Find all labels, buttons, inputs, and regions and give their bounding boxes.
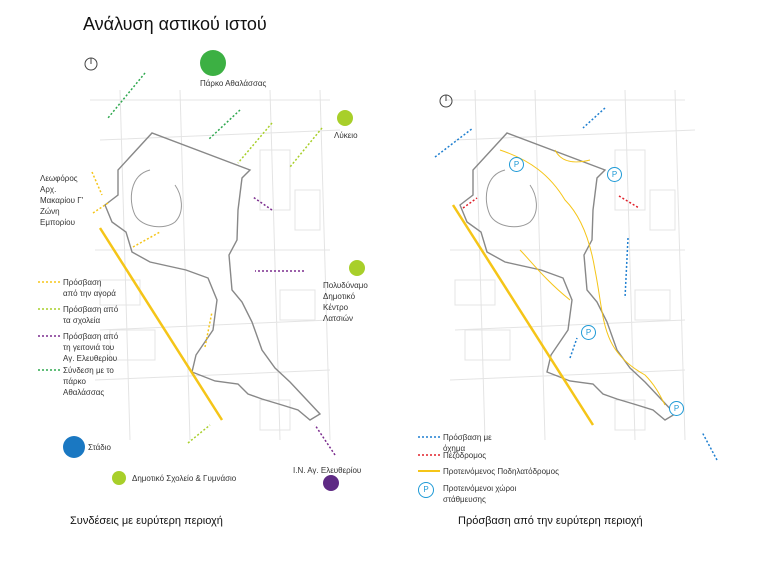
lyceum-label: Λύκειο: [334, 131, 358, 140]
school-arrow: [289, 127, 323, 168]
parking-icon: P: [509, 157, 524, 172]
market-arrow: [204, 311, 213, 348]
parking-legend-icon: P: [418, 482, 434, 498]
left-map: [38, 50, 365, 491]
parking-icon: P: [581, 325, 596, 340]
right-caption: Πρόσβαση από την ευρύτερη περιοχή: [458, 515, 643, 527]
stadium-marker: [63, 436, 85, 458]
park-label: Πάρκο Αθαλάσσας: [200, 79, 267, 88]
market-arrow: [91, 171, 103, 196]
stadium-label: Στάδιο: [88, 443, 111, 452]
church-arrow: [252, 196, 273, 211]
sports-marker: [349, 260, 365, 276]
park-marker: [200, 50, 226, 76]
school-marker: [112, 471, 126, 485]
legend-pedestrian: Πεζόδρομος: [443, 451, 487, 460]
market-arrow: [132, 231, 161, 248]
legend-bike: Προτεινόμενος Ποδηλατόδρομος: [443, 467, 559, 476]
park-arrow: [207, 109, 241, 141]
bike-path: [499, 149, 666, 406]
school-label: Δημοτικό Σχολείο & Γυμνάσιο: [132, 474, 237, 483]
church-arrow: [314, 424, 336, 456]
parking-icon: P: [669, 401, 684, 416]
parking-icon: P: [607, 167, 622, 182]
school-arrow: [237, 122, 273, 164]
market-arrow: [92, 202, 109, 214]
church-label: Ι.Ν. Αγ. Ελευθερίου: [293, 466, 362, 475]
right-map: [418, 89, 718, 472]
park-arrow: [107, 72, 146, 119]
avenue-line: [98, 227, 224, 421]
page-title: Ανάλυση αστικού ιστού: [83, 14, 267, 34]
school-arrow: [187, 424, 211, 444]
lyceum-marker: [337, 110, 353, 126]
church-marker: [323, 475, 339, 491]
left-caption: Συνδέσεις με ευρύτερη περιοχή: [70, 515, 223, 527]
